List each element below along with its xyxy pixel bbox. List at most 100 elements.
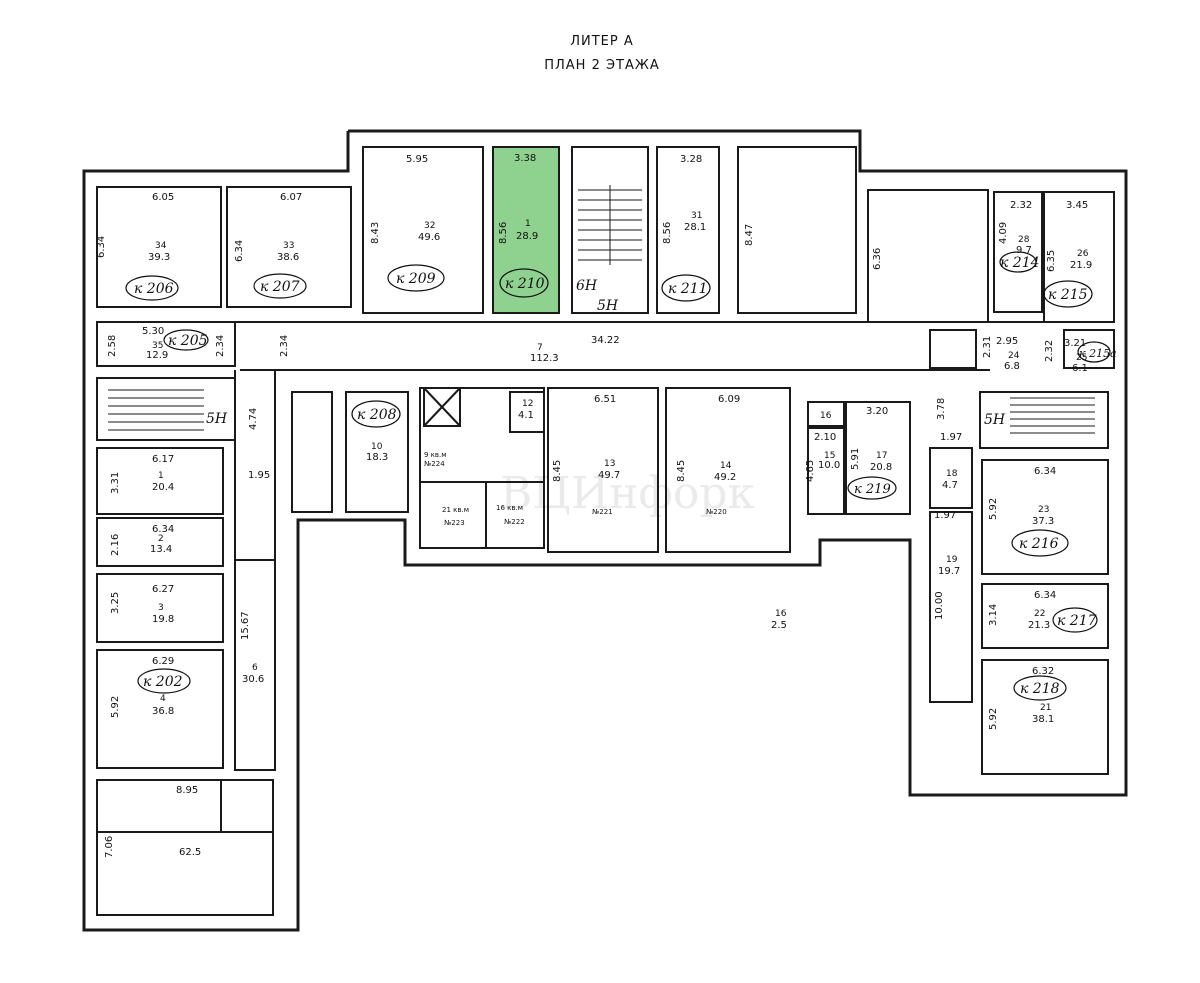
room-18-outline [929, 447, 973, 509]
stair-top-outline [571, 146, 649, 314]
dim-r21-h: 5.92 [988, 708, 999, 730]
room-23-area: 37.3 [1032, 516, 1054, 527]
dim-r25-h: 2.32 [1044, 340, 1055, 362]
room-23-outline [981, 459, 1109, 575]
room-7-number: 7 [537, 343, 543, 353]
stair-mark-5n-right: 5Н [984, 412, 1006, 428]
dim-r31-h: 8.56 [662, 222, 673, 244]
room-5-area: 62.5 [179, 847, 201, 858]
inner-walls [96, 146, 1115, 916]
dim-r2-h: 2.16 [110, 534, 121, 556]
stair-right-outline [979, 391, 1109, 449]
dim-r34-w: 6.05 [152, 192, 174, 203]
dim-r24-h: 2.31 [982, 336, 993, 358]
dim-r28-w: 2.32 [1010, 200, 1032, 211]
room-18-area: 4.7 [942, 480, 958, 491]
room-10-number: 10 [371, 442, 383, 452]
room-26-area: 21.9 [1070, 260, 1092, 271]
room-4-area: 36.8 [152, 706, 174, 717]
room-1-area: 28.9 [516, 231, 538, 242]
room-35-number: 35 [152, 341, 163, 351]
room-1l-number: 1 [158, 471, 164, 481]
room-34-outline [96, 186, 222, 308]
dim-r3-w: 6.27 [152, 584, 174, 595]
dim-r17-w: 3.20 [866, 406, 888, 417]
stair-left-outline [96, 377, 236, 441]
dim-r23-w: 6.34 [1034, 466, 1056, 477]
room-3-outline [96, 573, 224, 643]
dim-top-right-h: 6.36 [872, 248, 883, 270]
room-26-label: к 215 [1048, 287, 1088, 303]
dim-r13-w: 6.51 [594, 394, 616, 405]
room-32-outline [362, 146, 484, 314]
dim-r14-h: 8.45 [676, 460, 687, 482]
room-small2-sub: №223 [444, 519, 465, 527]
dim-r15-h: 4.65 [805, 460, 816, 482]
room-6-area: 30.6 [242, 674, 264, 685]
room-17-label: к 219 [854, 482, 891, 497]
plan-subtitle: ПЛАН 2 ЭТАЖА [544, 58, 660, 73]
room-10-label: к 208 [357, 407, 397, 423]
room-19-number: 19 [946, 555, 958, 565]
stair-hall-outline [737, 146, 857, 314]
room-26-number: 26 [1077, 249, 1089, 259]
dim-r21-w: 6.32 [1032, 666, 1054, 677]
room-32-area: 49.6 [418, 232, 440, 243]
small-offices-outline [419, 387, 545, 549]
dim-r19-w: 1.97 [934, 510, 956, 521]
dim-r19-h: 10.00 [934, 591, 945, 620]
room-25-outline [1063, 329, 1115, 369]
room-24-number: 24 [1008, 351, 1020, 361]
room-22-area: 21.3 [1028, 620, 1050, 631]
stair-treads [108, 185, 1095, 434]
room-23-number: 23 [1038, 505, 1049, 515]
room-1-label: к 210 [505, 276, 545, 292]
dim-r7-w: 34.22 [591, 335, 620, 346]
dim-r1-h: 8.56 [498, 222, 509, 244]
stair-mark-5n-left: 5Н [206, 411, 228, 427]
room-35-area: 12.9 [146, 350, 168, 361]
dim-corridor-w: 1.95 [248, 470, 270, 481]
room-35-label: к 205 [168, 333, 208, 349]
room-10-outline [345, 391, 409, 513]
room-2-area: 13.4 [150, 544, 172, 555]
dim-r35-w: 5.30 [142, 326, 164, 337]
room-28-outline [993, 191, 1043, 313]
room-33-number: 33 [283, 241, 294, 251]
room-28-label: к 214 [1000, 255, 1040, 271]
dim-r25-w: 3.21 [1064, 338, 1086, 349]
room-31-label: к 211 [668, 281, 708, 297]
room-14-number: 14 [720, 461, 732, 471]
room-28-area: 9.7 [1016, 245, 1032, 256]
dim-r7-h: 2.34 [215, 335, 226, 357]
room-33-label: к 207 [260, 279, 300, 295]
room-16s-number: 16 [820, 411, 832, 421]
room-34-number: 34 [155, 241, 167, 251]
dim-stair-top-h: 8.47 [744, 224, 755, 246]
room-7-area: 112.3 [530, 353, 559, 364]
room-22-number: 22 [1034, 609, 1045, 619]
room-13-number: 13 [604, 459, 615, 469]
room-3-number: 3 [158, 603, 164, 613]
room-1l-area: 20.4 [152, 482, 174, 493]
room-21-number: 21 [1040, 703, 1051, 713]
dim-r6-h: 15.67 [240, 611, 251, 640]
dim-r33-h: 6.34 [234, 240, 245, 262]
room-13-outline [547, 387, 659, 553]
elevator-shaft [423, 387, 461, 427]
dim-r33-w: 6.07 [280, 192, 302, 203]
dim-r4-h: 5.92 [110, 696, 121, 718]
stair-mark-5n-top: 5Н [597, 298, 619, 314]
dim-r5-w: 8.95 [176, 785, 198, 796]
dim-r3-h: 3.25 [110, 592, 121, 614]
room-13-sub: №221 [592, 508, 613, 516]
dim-r13-h: 8.45 [552, 460, 563, 482]
room-33-outline [226, 186, 352, 308]
room-1-number: 1 [525, 219, 531, 229]
room-6-number: 6 [252, 663, 258, 673]
room-4-outline [96, 649, 224, 769]
stair-mark-6n: 6Н [576, 278, 598, 294]
dim-r4-w: 6.29 [152, 656, 174, 667]
room-32-number: 32 [424, 221, 435, 231]
courtyard-area: 2.5 [771, 620, 787, 631]
